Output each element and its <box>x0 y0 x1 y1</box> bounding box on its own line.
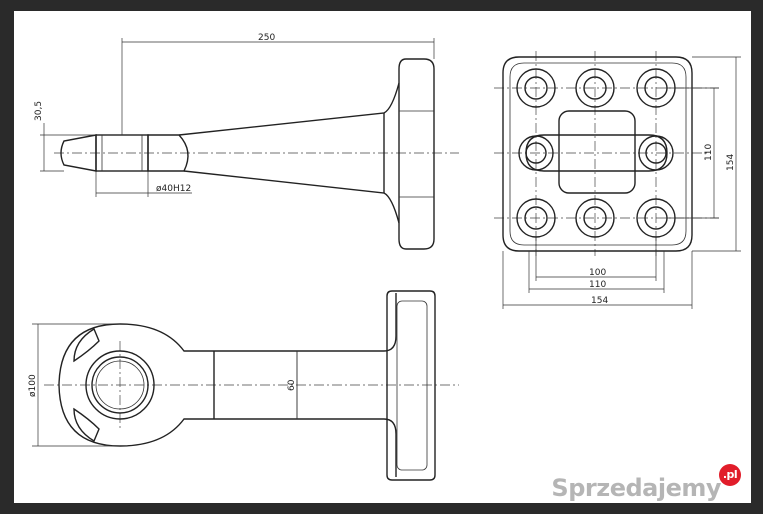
eye-upper-edge <box>119 293 397 352</box>
dim-40h12: ø40H12 <box>156 184 191 194</box>
flange-outline <box>502 56 693 252</box>
side-view: 250 30,5 ø40H12 <box>34 33 459 250</box>
central-slot <box>525 134 668 172</box>
central-boss <box>558 110 636 194</box>
watermark-badge: .pl <box>719 464 741 486</box>
technical-drawing: 250 30,5 ø40H12 <box>28 33 741 481</box>
arm-lower-edge <box>183 170 400 224</box>
dim-60: 60 <box>287 379 297 391</box>
sprzedajemy-watermark: Sprzedajemy.pl <box>551 464 741 502</box>
dim-154-horizontal: 154 <box>591 296 608 306</box>
dim-250: 250 <box>258 33 275 43</box>
watermark-brand: Sprzedajemy <box>551 474 721 502</box>
dim-110-vertical: 110 <box>704 144 714 161</box>
flange-plate <box>398 58 435 250</box>
top-view: ø100 60 <box>28 290 459 481</box>
flange-top-view <box>386 290 436 481</box>
dim-154-vertical: 154 <box>726 154 736 171</box>
front-view: 110 154 100 110 154 <box>494 51 741 309</box>
eye-lower-edge <box>119 418 397 477</box>
eye-outer-arc <box>58 323 121 447</box>
eye-bore-outer <box>85 350 155 420</box>
dim-100-diameter: ø100 <box>28 374 38 397</box>
eye-bore <box>91 356 149 414</box>
dim-110-horizontal: 110 <box>589 280 606 290</box>
dim-30-5: 30,5 <box>34 101 44 121</box>
hatched-tip-section <box>60 134 97 172</box>
dim-100-horizontal: 100 <box>589 268 606 278</box>
arm-upper-edge <box>178 82 400 136</box>
drawing-sheet: 250 30,5 ø40H12 <box>14 11 751 503</box>
bolt-holes <box>516 68 676 238</box>
